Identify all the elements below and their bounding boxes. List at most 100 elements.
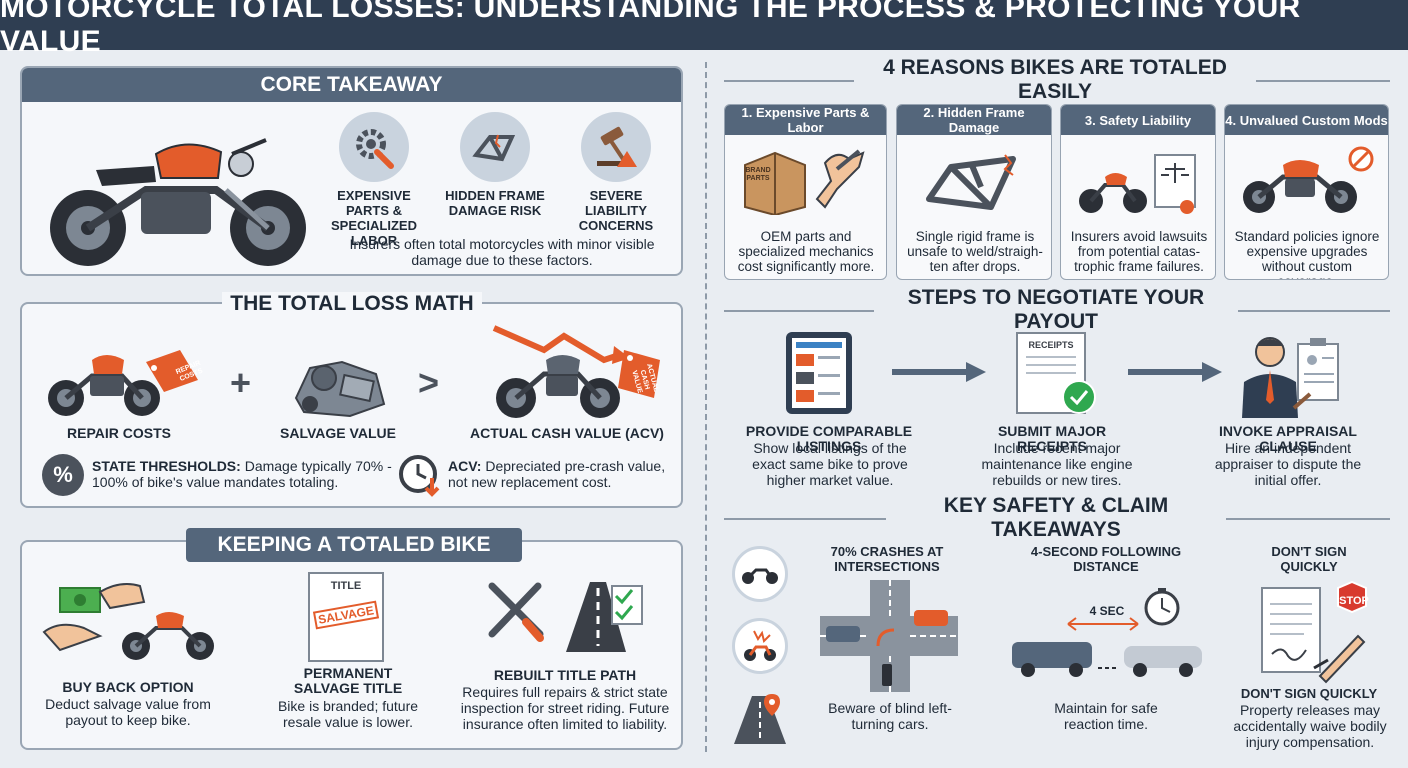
reason-card-parts-text: OEM parts and specialized mechanics cost… <box>737 229 875 274</box>
safety-rule-left <box>724 518 886 520</box>
core-item-frame-label: HIDDEN FRAME DAMAGE RISK <box>445 188 545 218</box>
reasons-rule-right <box>1256 80 1390 82</box>
core-item-frame: HIDDEN FRAME DAMAGE RISK <box>442 112 548 218</box>
reason-card-frame-text: Single rigid frame is unsafe to weld/str… <box>907 229 1043 274</box>
total-loss-math-panel: THE TOTAL LOSS MATH REPAIR COSTS + > <box>20 292 683 508</box>
acv-definition-text: ACV: Depreciated pre-crash value, not ne… <box>448 458 678 490</box>
step-appraisal-text: Hire an independent appraiser to dispute… <box>1214 440 1362 488</box>
salvage-title-document: TITLE SALVAGE <box>308 572 384 662</box>
reason-card-frame: 2. Hidden Frame Damage Single rigid fram… <box>896 104 1052 280</box>
state-thresholds-bold: STATE THRESHOLDS: <box>92 458 241 474</box>
plus-sign: + <box>230 362 252 403</box>
core-takeaway-panel: CORE TAKEAWAY EXPENSIVE PARTS & SPECIALI… <box>20 66 683 276</box>
reason-card-parts-title: 1. Expensive Parts & Labor <box>725 105 886 135</box>
arrow-right-icon <box>892 360 988 384</box>
reason-card-mods-text: Standard policies ignore expensive upgra… <box>1234 229 1380 279</box>
sign-title: DON'T SIGN QUICKLY <box>1271 544 1347 574</box>
box-wrench-icon <box>741 145 871 215</box>
repair-cost-illustration <box>40 332 200 424</box>
core-takeaway-text: Insurers often total motorcycles with mi… <box>349 236 655 268</box>
negotiate-rule-left <box>724 310 874 312</box>
appraiser-icon <box>1234 330 1344 420</box>
keeping-totaled-panel: KEEPING A TOTALED BIKE BUY BACK OPTION D… <box>20 528 683 750</box>
acv-illustration <box>474 320 674 424</box>
salvage-illustration <box>290 338 390 422</box>
core-item-liability-label: SEVERE LIABILITY CONCERNS <box>578 188 654 233</box>
rebuilt-title-text: Requires full repairs & strict state ins… <box>460 684 670 732</box>
percent-icon: % <box>42 454 84 496</box>
total-loss-math-header: THE TOTAL LOSS MATH <box>222 292 482 316</box>
reason-card-parts: 1. Expensive Parts & Labor BRAND PARTS O… <box>724 104 887 280</box>
state-thresholds-text: STATE THRESHOLDS: Damage typically 70% -… <box>92 458 392 490</box>
gear-wrench-icon <box>339 112 409 182</box>
lawsuit-icon <box>1075 149 1205 219</box>
step-receipts-text: Include recent major maintenance like en… <box>981 440 1133 488</box>
road-pin-icon <box>732 690 788 746</box>
box-label: BRAND PARTS <box>745 167 771 182</box>
buyback-title: BUY BACK OPTION <box>62 679 194 695</box>
checkmark-icon <box>1062 380 1096 414</box>
arrow-right-icon-2 <box>1128 360 1224 384</box>
repair-costs-label: REPAIR COSTS <box>67 425 171 441</box>
receipts-doc-label: RECEIPTS <box>1028 340 1074 350</box>
following-title: 4-SECOND FOLLOWING DISTANCE <box>1030 544 1182 574</box>
rebuilt-title-label: REBUILT TITLE PATH <box>493 667 637 683</box>
four-sec-badge: 4 SEC <box>1089 604 1125 618</box>
broken-frame-icon <box>921 149 1029 215</box>
salvage-stamp: SALVAGE <box>312 600 380 630</box>
sign-title-2: DON'T SIGN QUICKLY <box>1240 686 1378 701</box>
salvage-title-text: Bike is branded; future resale value is … <box>277 698 419 730</box>
rebuilt-illustration <box>486 576 646 656</box>
safety-rule-right <box>1226 518 1390 520</box>
page-title: MOTORCYCLE TOTAL LOSSES: UNDERSTANDING T… <box>0 0 1408 58</box>
step-listings-title: PROVIDE COMPARABLE LISTINGS <box>745 423 913 454</box>
state-thresholds-body: Damage typically 70% - 100% of bike's va… <box>92 458 392 490</box>
receipts-icon: RECEIPTS <box>1016 332 1086 414</box>
reason-card-liability: 3. Safety Liability Insurers avoid lawsu… <box>1060 104 1216 280</box>
salvage-title-label: PERMANENT SALVAGE TITLE <box>293 665 403 696</box>
step-appraisal-title: INVOKE APPRAISAL CLAUSE <box>1219 423 1357 454</box>
motorcycle-illustration <box>36 130 318 270</box>
greater-than-sign: > <box>418 362 440 403</box>
frame-icon <box>460 112 530 182</box>
intersections-text: Beware of blind left-turning cars. <box>828 700 952 732</box>
following-text: Maintain for safe reaction time. <box>1054 700 1158 732</box>
core-item-parts: EXPENSIVE PARTS & SPECIALIZED LABOR <box>318 112 430 248</box>
acv-label: ACTUAL CASH VALUE (ACV) <box>470 425 664 441</box>
core-item-parts-label: EXPENSIVE PARTS & SPECIALIZED LABOR <box>331 188 417 248</box>
intersections-title: 70% CRASHES AT INTERSECTIONS <box>830 544 944 574</box>
clock-down-icon <box>398 452 444 498</box>
step-listings-text: Show local listings of the exact same bi… <box>752 440 908 488</box>
safety-header: KEY SAFETY & CLAIM TAKEAWAYS <box>943 494 1169 541</box>
reason-card-mods: 4. Unvalued Custom Mods Standard policie… <box>1224 104 1389 280</box>
step-receipts-title: SUBMIT MAJOR RECEIPTS <box>997 423 1107 454</box>
reason-card-frame-title: 2. Hidden Frame Damage <box>897 105 1051 135</box>
percent-symbol: % <box>53 462 73 487</box>
acv-definition-body: Depreciated pre-crash value, not new rep… <box>448 458 666 490</box>
negotiate-header: STEPS TO NEGOTIATE YOUR PAYOUT <box>907 286 1205 333</box>
motorcycle-circle-icon <box>732 546 788 602</box>
salvage-document-title: TITLE <box>330 580 362 592</box>
reason-card-liability-text: Insurers avoid lawsuits from potential c… <box>1070 229 1208 274</box>
reason-card-liability-title: 3. Safety Liability <box>1061 105 1215 135</box>
sign-text: Property releases may accidentally waive… <box>1233 702 1387 750</box>
salvage-value-label: SALVAGE VALUE <box>280 425 396 441</box>
following-illustration <box>1008 584 1208 680</box>
column-divider <box>705 62 707 752</box>
reasons-header: 4 REASONS BIKES ARE TOTALED EASILY <box>883 56 1227 103</box>
core-item-liability: SEVERE LIABILITY CONCERNS <box>558 112 674 233</box>
sign-document-icon <box>1258 580 1368 684</box>
listings-tablet-icon <box>784 330 854 416</box>
keeping-totaled-header: KEEPING A TOTALED BIKE <box>186 528 522 562</box>
acv-definition-bold: ACV: <box>448 458 482 474</box>
buyback-text: Deduct salvage value from payout to keep… <box>45 696 211 728</box>
negotiate-rule-right <box>1238 310 1390 312</box>
reasons-rule-left <box>724 80 854 82</box>
stop-sign-label: STOP <box>1339 595 1369 607</box>
gavel-icon <box>581 112 651 182</box>
custom-bike-icon <box>1237 145 1377 217</box>
reason-card-mods-title: 4. Unvalued Custom Mods <box>1225 105 1388 135</box>
core-takeaway-header: CORE TAKEAWAY <box>22 68 681 102</box>
crash-circle-icon <box>732 618 788 674</box>
intersection-illustration <box>820 580 958 692</box>
